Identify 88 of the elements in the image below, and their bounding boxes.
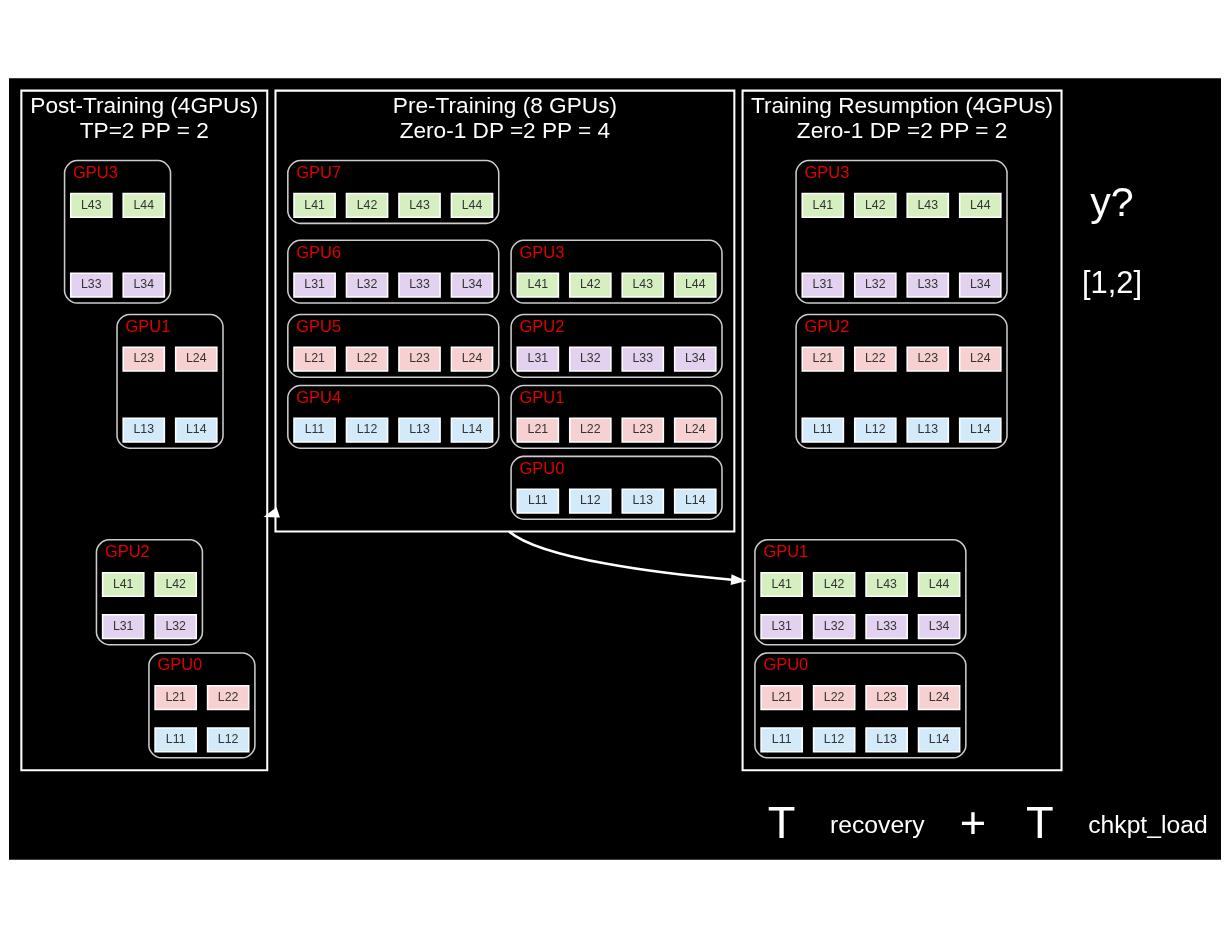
node-box: L21	[516, 417, 559, 443]
node-box: L23	[397, 346, 441, 372]
label: [1,2]	[1081, 264, 1142, 300]
node-box: L41	[292, 192, 336, 218]
node-box: L32	[345, 272, 388, 298]
node-box: L34	[917, 613, 960, 639]
node-box: L14	[958, 417, 1002, 443]
arrow	[507, 529, 746, 585]
node-box: L34	[121, 272, 165, 298]
node-box: L14	[673, 488, 717, 514]
node-box: L31	[101, 613, 145, 639]
node-box: L12	[568, 488, 612, 514]
node-box: L31	[759, 613, 803, 639]
node-box: L12	[345, 417, 388, 443]
node-box: L24	[450, 346, 493, 372]
label: T	[767, 796, 795, 848]
node-box: L43	[69, 192, 113, 218]
node-box: L22	[568, 417, 612, 443]
node-box: L44	[673, 272, 717, 298]
node-box: L11	[292, 417, 336, 443]
node-box: L13	[397, 417, 441, 443]
node-box: L42	[568, 272, 612, 298]
node-box: L41	[101, 571, 145, 597]
node-box: L42	[345, 192, 388, 218]
node-box: L14	[917, 726, 960, 752]
node-box: L32	[153, 613, 197, 639]
node-box: L33	[397, 272, 441, 298]
node-box: L41	[759, 571, 803, 597]
node-box: L34	[673, 346, 717, 372]
node-box: L24	[174, 346, 218, 372]
label: +	[959, 796, 986, 848]
node-box: L44	[121, 192, 165, 218]
node-box: L13	[864, 726, 908, 752]
node-box: L22	[812, 684, 855, 710]
node-box: L42	[153, 571, 197, 597]
node-box: L44	[917, 571, 960, 597]
node-box: L24	[917, 684, 960, 710]
node-box: L32	[853, 272, 897, 298]
node-box: L11	[153, 726, 197, 752]
node-box: L24	[673, 417, 717, 443]
node-box: L33	[620, 346, 664, 372]
node-box: L13	[905, 417, 949, 443]
node-box: L11	[759, 726, 803, 752]
node-box: L31	[292, 272, 336, 298]
node-box: L22	[853, 346, 897, 372]
label: y?	[1089, 178, 1134, 225]
node-box: L33	[69, 272, 113, 298]
node-box: L13	[121, 417, 165, 443]
node-box: L31	[801, 272, 844, 298]
node-box: L44	[450, 192, 493, 218]
node-box: L12	[206, 726, 249, 752]
node-box: L14	[174, 417, 218, 443]
node-box: L43	[397, 192, 441, 218]
label: recovery	[829, 810, 925, 838]
label: chkpt_load	[1087, 810, 1208, 838]
node-box: L32	[812, 613, 855, 639]
node-box: L23	[864, 684, 908, 710]
node-box: L21	[759, 684, 803, 710]
label: T	[1025, 796, 1054, 848]
node-box: L33	[905, 272, 949, 298]
node-box: L22	[206, 684, 249, 710]
node-box: L14	[450, 417, 493, 443]
node-box: L31	[516, 346, 559, 372]
node-box: L43	[905, 192, 949, 218]
node-box: L21	[153, 684, 197, 710]
node-box: L43	[864, 571, 908, 597]
node-box: L42	[812, 571, 855, 597]
node-box: L34	[450, 272, 493, 298]
node-box: L34	[958, 272, 1002, 298]
node-box: L11	[801, 417, 844, 443]
node-box: L33	[864, 613, 908, 639]
node-box: L12	[853, 417, 897, 443]
node-box: L41	[801, 192, 844, 218]
node-box: L22	[345, 346, 388, 372]
node-box: L24	[958, 346, 1002, 372]
node-box: L23	[620, 417, 664, 443]
node-box: L21	[801, 346, 844, 372]
node-box: L11	[516, 488, 559, 514]
node-box: L12	[812, 726, 855, 752]
node-box: L41	[516, 272, 559, 298]
node-box: L23	[121, 346, 165, 372]
node-box: L44	[958, 192, 1002, 218]
node-box: L32	[568, 346, 612, 372]
node-box: L43	[620, 272, 664, 298]
node-box: L42	[853, 192, 897, 218]
node-box: L13	[620, 488, 664, 514]
node-box: L21	[292, 346, 336, 372]
node-box: L23	[905, 346, 949, 372]
